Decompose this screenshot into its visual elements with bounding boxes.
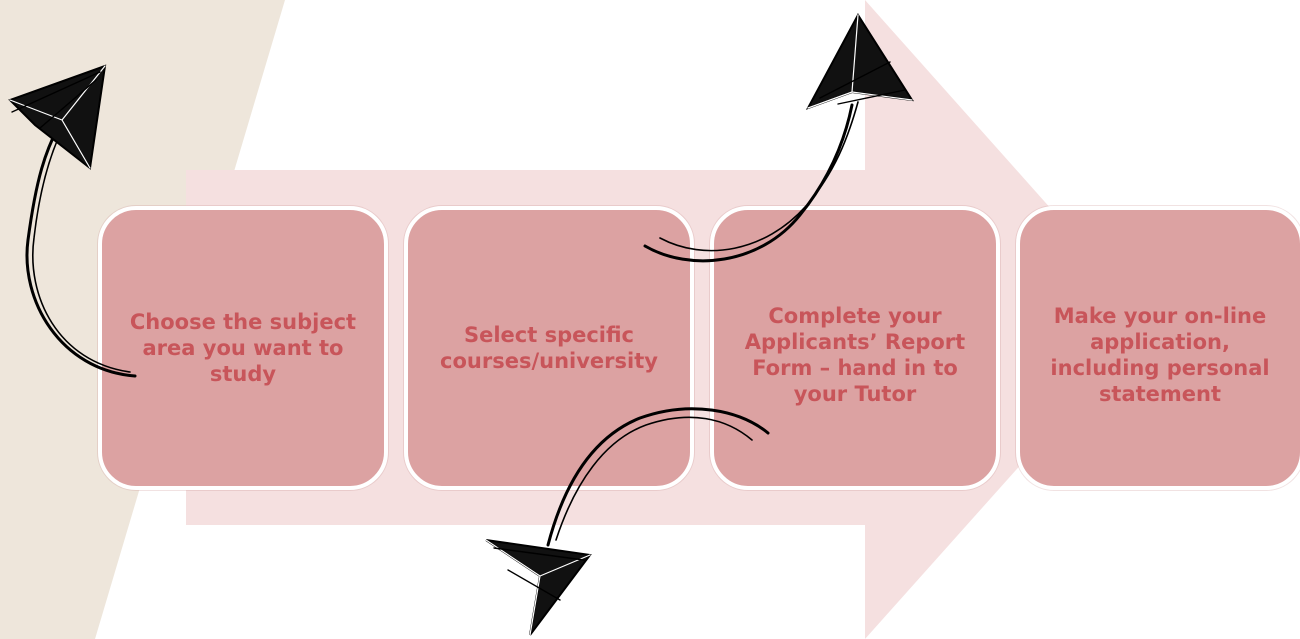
step-2-box: Select specific courses/university: [404, 206, 694, 490]
step-4-label: Make your on-line application, including…: [1050, 304, 1270, 406]
step-3-box: Complete your Applicants’ Report Form – …: [710, 206, 1000, 490]
step-2-label: Select specific courses/university: [440, 323, 658, 373]
step-1-box: Choose the subject area you want to stud…: [98, 206, 388, 490]
step-3-label: Complete your Applicants’ Report Form – …: [744, 304, 966, 406]
step-4-box: Make your on-line application, including…: [1016, 206, 1300, 490]
step-1-label: Choose the subject area you want to stud…: [129, 310, 357, 386]
